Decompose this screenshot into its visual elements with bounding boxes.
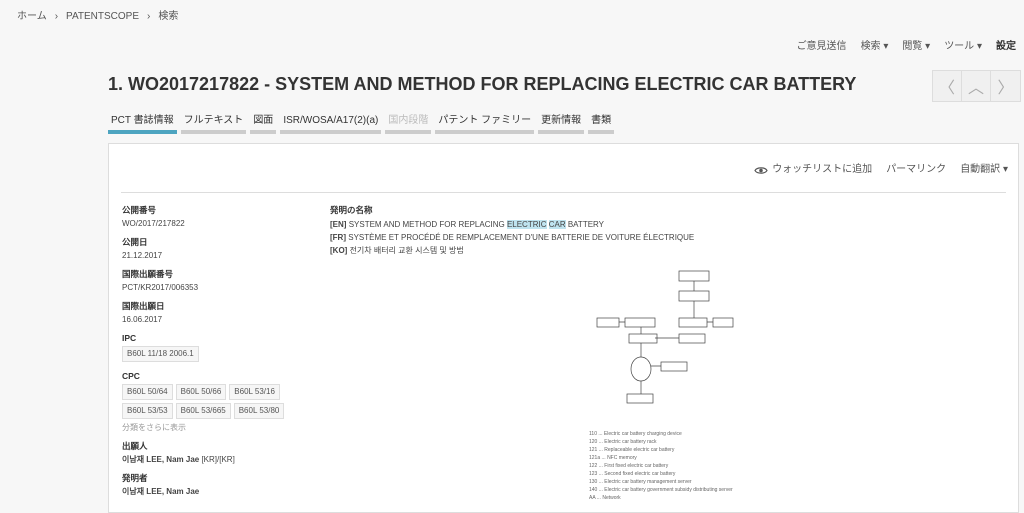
lang-tag: [FR]: [330, 233, 346, 242]
title-text: 전기차 배터리 교환 시스템 및 방법: [349, 246, 464, 255]
application-number: PCT/KR2017/006353: [122, 283, 199, 292]
previous-result-button[interactable]: 〈: [933, 71, 962, 101]
legend-item: 110 ... Electric car battery charging de…: [589, 431, 682, 437]
lang-tag: [KO]: [330, 246, 348, 255]
application-number-label: 国際出願番号: [122, 269, 174, 279]
tab-label: パテント ファミリー: [438, 115, 532, 126]
drawing-legend: 110 ... Electric car battery charging de…: [589, 430, 733, 502]
back-to-results-button[interactable]: ︿: [962, 71, 991, 101]
title-fr: [FR] SYSTÈME ET PROCÉDÉ DE REMPLACEMENT …: [330, 231, 694, 244]
invention-titles: 発明の名称 [EN] SYSTEM AND METHOD FOR REPLACI…: [330, 204, 694, 257]
title-ko: [KO] 전기차 배터리 교환 시스템 및 방법: [330, 244, 694, 257]
tools-menu[interactable]: ツール ▾: [944, 41, 982, 52]
breadcrumb-search: 検索: [158, 11, 179, 22]
legend-item: 122 ... First fixed electric car battery: [589, 463, 669, 469]
panel-actions: ウォッチリストに追加 パーマリンク 自動翻訳 ▾: [754, 162, 1008, 178]
breadcrumb: ホーム › PATENTSCOPE › 検索: [17, 10, 178, 24]
tab-bibliographic[interactable]: PCT 書誌情報: [108, 113, 177, 134]
legend-item: 121a ... NFC memory: [589, 455, 637, 461]
title-text: SYSTEM AND METHOD FOR REPLACING: [348, 220, 507, 229]
breadcrumb-separator: ›: [54, 11, 59, 22]
browse-menu[interactable]: 閲覧 ▾: [902, 41, 931, 52]
eye-icon: [754, 166, 768, 174]
legend-item: 120 ... Electric car battery rack: [589, 439, 657, 445]
search-menu[interactable]: 検索 ▾: [860, 41, 889, 52]
watchlist-label: ウォッチリストに追加: [772, 164, 873, 175]
tab-isr[interactable]: ISR/WOSA/A17(2)(a): [280, 113, 382, 134]
highlighted-term: CAR: [548, 220, 566, 229]
legend-item: AA ... Network: [589, 495, 621, 501]
publication-date-label: 公開日: [122, 237, 148, 247]
title-text: BATTERY: [565, 220, 605, 229]
filing-date-label: 国際出願日: [122, 301, 165, 311]
cpc-code[interactable]: B60L 53/16: [229, 384, 280, 400]
tab-fulltext[interactable]: フルテキスト: [180, 113, 247, 134]
divider: [121, 192, 1006, 193]
cpc-label: CPC: [122, 371, 140, 381]
tab-label: 図面: [253, 115, 274, 126]
machine-translation-menu[interactable]: 自動翻訳 ▾: [960, 164, 1008, 175]
tab-national-phase: 国内段階: [385, 113, 432, 134]
legend-item: 121 ... Replaceable electric car battery: [589, 447, 675, 453]
cpc-code[interactable]: B60L 53/80: [233, 403, 285, 419]
title-text: SYSTÈME ET PROCÉDÉ DE REMPLACEMENT D'UNE…: [348, 233, 695, 242]
applicant-country: [KR]/[KR]: [201, 455, 235, 464]
publication-number-label: 公開番号: [122, 205, 157, 215]
bibliographic-data: 公開番号 WO/2017/217822 公開日 21.12.2017 国際出願番…: [122, 204, 322, 504]
cpc-code[interactable]: B60L 50/64: [122, 384, 173, 400]
legend-item: 123 ... Second fixed electric car batter…: [589, 471, 676, 477]
applicant-name: 이남재 LEE, Nam Jae: [122, 455, 200, 464]
tab-label: ISR/WOSA/A17(2)(a): [283, 115, 379, 126]
show-more-classifications-link[interactable]: 分類をさらに表示: [122, 423, 186, 432]
top-menu: ご意見送信 検索 ▾ 閲覧 ▾ ツール ▾ 設定: [797, 40, 1016, 54]
breadcrumb-separator: ›: [147, 11, 151, 22]
tab-label: 更新情報: [541, 115, 582, 126]
next-result-button[interactable]: 〉: [997, 80, 1014, 97]
tab-label: 国内段階: [388, 115, 429, 126]
tab-documents[interactable]: 書類: [588, 113, 615, 134]
ipc-label: IPC: [122, 333, 137, 343]
legend-item: 130 ... Electric car battery management …: [589, 479, 692, 485]
representative-drawing[interactable]: [579, 256, 779, 416]
tab-drawings[interactable]: 図面: [250, 113, 277, 134]
inventor-label: 発明者: [122, 473, 148, 483]
tab-patent-family[interactable]: パテント ファミリー: [435, 113, 535, 134]
highlighted-term: ELECTRIC: [506, 220, 547, 229]
lang-tag: [EN]: [330, 220, 347, 229]
ipc-code[interactable]: B60L 11/18 2006.1: [122, 346, 199, 362]
cpc-code[interactable]: B60L 53/665: [175, 403, 231, 419]
publication-number: WO/2017/217822: [122, 219, 185, 228]
legend-item: 140 ... Electric car battery government …: [589, 487, 733, 493]
feedback-link[interactable]: ご意見送信: [796, 41, 847, 52]
invention-title-label: 発明の名称: [330, 205, 373, 215]
settings-link[interactable]: 設定: [996, 41, 1016, 52]
title-en: [EN] SYSTEM AND METHOD FOR REPLACING ELE…: [330, 218, 694, 231]
tab-label: PCT 書誌情報: [111, 115, 174, 126]
applicant-label: 出願人: [122, 441, 148, 451]
tab-label: 書類: [591, 115, 612, 126]
result-navigation: 〈 ︿ 〉: [932, 70, 1021, 102]
tabs: PCT 書誌情報 フルテキスト 図面 ISR/WOSA/A17(2)(a) 国内…: [108, 113, 615, 134]
cpc-code[interactable]: B60L 53/53: [122, 403, 173, 419]
breadcrumb-home[interactable]: ホーム: [17, 11, 47, 22]
publication-date: 21.12.2017: [122, 251, 163, 260]
cpc-code[interactable]: B60L 50/66: [175, 384, 227, 400]
inventor-name: 이남재 LEE, Nam Jae: [122, 487, 200, 496]
applicant: 이남재 LEE, Nam Jae [KR]/[KR]: [122, 454, 322, 466]
filing-date: 16.06.2017: [122, 315, 163, 324]
watchlist-button[interactable]: ウォッチリストに追加: [754, 162, 872, 178]
page-title: 1. WO2017217822 - SYSTEM AND METHOD FOR …: [108, 74, 857, 94]
breadcrumb-patentscope[interactable]: PATENTSCOPE: [66, 11, 140, 22]
permalink-link[interactable]: パーマリンク: [886, 164, 947, 175]
tab-notices[interactable]: 更新情報: [538, 113, 585, 134]
content-panel: ウォッチリストに追加 パーマリンク 自動翻訳 ▾ 公開番号 WO/2017/21…: [108, 143, 1019, 513]
tab-label: フルテキスト: [183, 115, 244, 126]
